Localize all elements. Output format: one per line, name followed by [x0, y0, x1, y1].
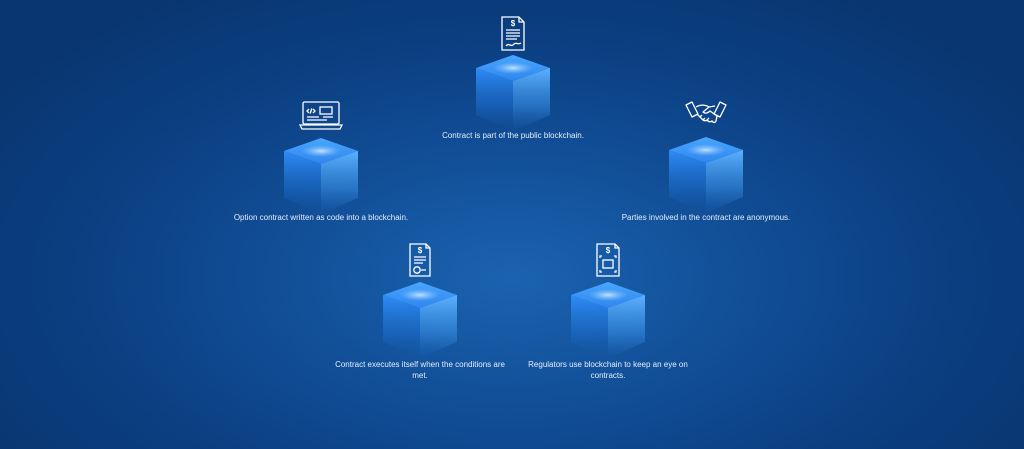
step-cube	[669, 137, 743, 213]
step-caption: Option contract written as code into a b…	[233, 213, 409, 222]
certificate-document-icon: $	[398, 243, 442, 278]
step-cube	[383, 282, 457, 358]
handshake-icon	[684, 99, 728, 133]
contract-document-icon: $	[491, 16, 535, 51]
laptop-code-icon	[298, 100, 344, 134]
step-caption: Regulators use blockchain to keep an eye…	[528, 360, 688, 380]
step-caption: Contract is part of the public blockchai…	[442, 131, 584, 140]
svg-text:$: $	[511, 19, 516, 28]
svg-text:$: $	[606, 246, 611, 255]
step-caption: Contract executes itself when the condit…	[335, 360, 505, 380]
step-cube	[476, 55, 550, 131]
svg-text:$: $	[418, 246, 423, 255]
scan-document-icon: $	[586, 243, 630, 278]
step-cube	[571, 282, 645, 358]
step-cube	[284, 138, 358, 214]
step-caption: Parties involved in the contract are ano…	[621, 213, 791, 222]
